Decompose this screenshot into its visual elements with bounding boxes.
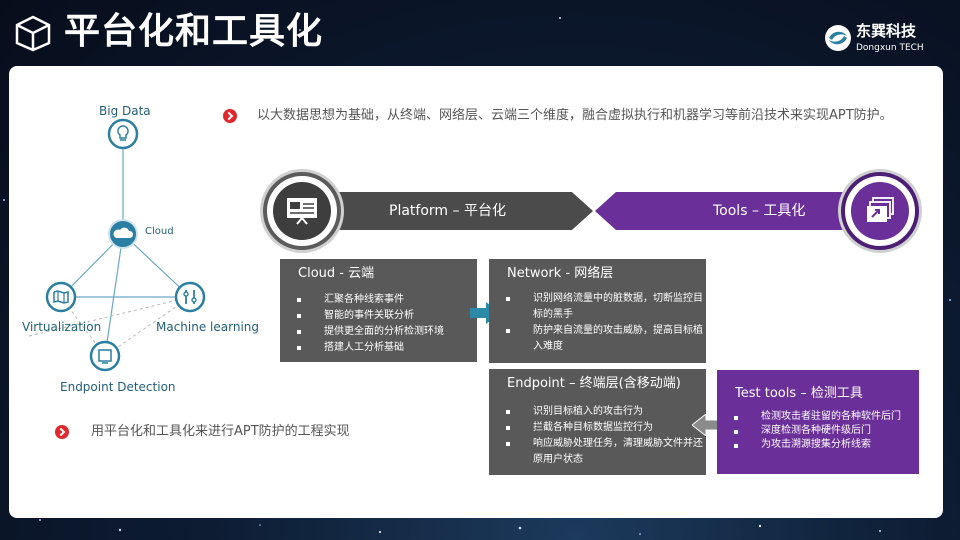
device-icon <box>89 340 121 372</box>
logo-chinese-name: 东巽科技 <box>856 22 917 40</box>
bottom-note: 用平台化和工具化来进行APT防护的工程实现 <box>91 424 350 439</box>
network-box: Network - 网络层 识别网络流量中的脏数据，切断监控目标的黑手 防护来自… <box>489 259 706 363</box>
cloud-box-title: Cloud - 云端 <box>298 266 375 281</box>
list-item: 搭建人工分析基础 <box>294 340 474 356</box>
cloud-box-list: 汇聚各种线索事件 智能的事件关联分析 提供更全面的分析检测环境 搭建人工分析基础 <box>294 292 474 356</box>
list-item: 响应威胁处理任务，清理威胁文件并还原用户状态 <box>503 436 703 468</box>
intro-paragraph: 以大数据思想为基础，从终端、网络层、云端三个维度，融合虚拟执行和机器学习等前沿技… <box>257 108 893 123</box>
node-label-endpoint-detection: Endpoint Detection <box>60 380 176 394</box>
logo-english-name: Dongxun TECH <box>856 43 924 53</box>
platform-band-label: Platform – 平台化 <box>389 203 506 219</box>
node-label-machine-learning: Machine learning <box>156 320 260 334</box>
tools-band: Tools – 工具化 <box>595 192 857 230</box>
list-item: 拦截各种目标数据监控行为 <box>503 420 703 436</box>
bullet-arrow-icon <box>55 425 69 439</box>
test-tools-box-title: Test tools – 检测工具 <box>735 386 863 401</box>
list-item: 深度检测各种硬件级后门 <box>731 424 917 438</box>
content-panel: Big Data Cloud Virtualization Machine le… <box>9 66 943 518</box>
tools-circle <box>841 172 919 250</box>
node-label-virtualization: Virtualization <box>22 320 102 334</box>
list-item: 汇聚各种线索事件 <box>294 292 474 308</box>
node-label-big-data: Big Data <box>99 104 151 118</box>
map-icon <box>45 281 77 313</box>
test-tools-box: Test tools – 检测工具 检测攻击者驻留的各种软件后门 深度检测各种硬… <box>717 370 919 474</box>
cloud-icon <box>108 219 138 249</box>
tools-icon <box>174 281 206 313</box>
lightbulb-icon <box>107 118 139 150</box>
list-item: 为攻击溯源搜集分析线索 <box>731 438 917 452</box>
endpoint-box-list: 识别目标植入的攻击行为 拦截各种目标数据监控行为 响应威胁处理任务，清理威胁文件… <box>503 404 703 468</box>
platform-circle <box>263 172 341 250</box>
endpoint-box-title: Endpoint – 终端层(含移动端) <box>507 376 681 391</box>
technology-diagram: Big Data Cloud Virtualization Machine le… <box>9 66 269 406</box>
bullet-arrow-icon <box>223 109 237 123</box>
node-label-cloud: Cloud <box>145 226 174 237</box>
endpoint-box: Endpoint – 终端层(含移动端) 识别目标植入的攻击行为 拦截各种目标数… <box>489 369 706 475</box>
platform-band: Platform – 平台化 <box>329 192 593 230</box>
logo-mark-icon <box>825 25 851 51</box>
list-item: 检测攻击者驻留的各种软件后门 <box>731 410 917 424</box>
cube-icon <box>15 15 51 52</box>
cloud-box: Cloud - 云端 汇聚各种线索事件 智能的事件关联分析 提供更全面的分析检测… <box>280 259 477 362</box>
page-title: 平台化和工具化 <box>64 11 324 52</box>
list-item: 智能的事件关联分析 <box>294 308 474 324</box>
list-item: 识别目标植入的攻击行为 <box>503 404 703 420</box>
network-box-title: Network - 网络层 <box>507 266 614 281</box>
company-logo: 东巽科技 Dongxun TECH <box>824 22 944 58</box>
presentation-board-icon <box>287 198 317 225</box>
test-tools-box-list: 检测攻击者驻留的各种软件后门 深度检测各种硬件级后门 为攻击溯源搜集分析线索 <box>731 410 917 452</box>
list-item: 识别网络流量中的脏数据，切断监控目标的黑手 <box>503 291 703 323</box>
network-box-list: 识别网络流量中的脏数据，切断监控目标的黑手 防护来自流量的攻击威胁，提高目标植入… <box>503 291 703 355</box>
list-item: 防护来自流量的攻击威胁，提高目标植入难度 <box>503 323 703 355</box>
windows-stack-icon <box>867 197 894 222</box>
tools-band-label: Tools – 工具化 <box>713 203 806 219</box>
list-item: 提供更全面的分析检测环境 <box>294 324 474 340</box>
